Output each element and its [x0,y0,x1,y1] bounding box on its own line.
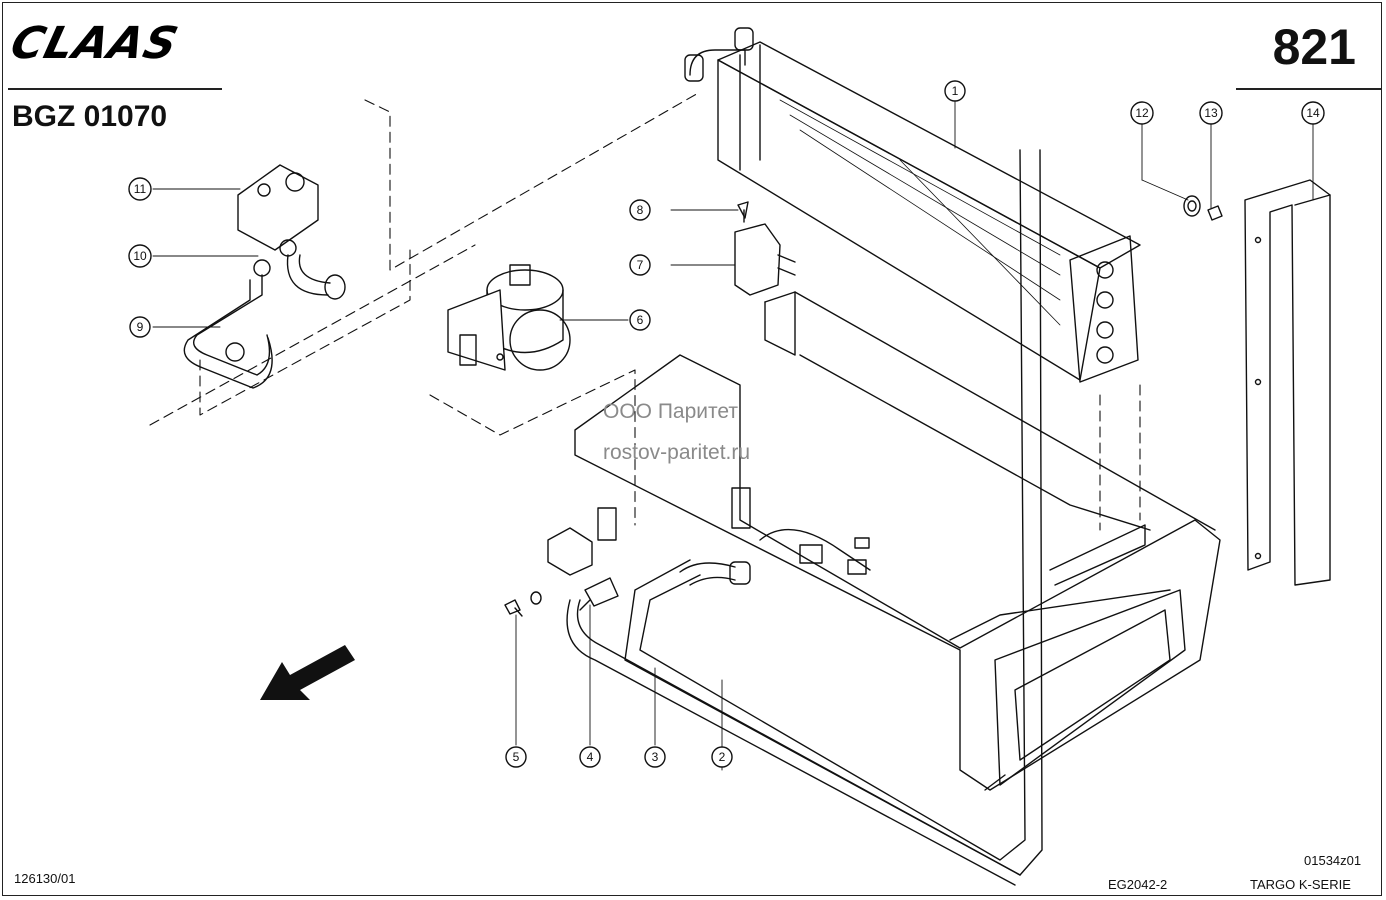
trim-rail [1244,179,1331,586]
svg-text:3: 3 [652,750,659,764]
svg-text:4: 4 [587,750,594,764]
hose-assembly [566,561,1021,886]
callout-12: 12 [1130,101,1154,125]
callout-leaders [152,100,1314,771]
evaporator-housing [574,291,1221,791]
drawing-reference: 01534z01 [1304,853,1362,868]
footer-left-code: 126130/01 [14,871,76,886]
small-hardware [1183,195,1223,221]
callout-7: 7 [629,254,651,276]
expansion-valve-assembly [183,164,346,389]
callout-6: 6 [629,309,651,331]
footer-center-code: EG2042-2 [1108,877,1168,892]
callout-1: 1 [944,80,966,102]
svg-text:14: 14 [1306,106,1320,120]
document-code: BGZ 01070 [12,100,168,133]
svg-text:6: 6 [637,313,644,327]
evaporator-core [684,27,1141,383]
callout-2: 2 [711,746,733,768]
callout-8: 8 [629,199,651,221]
svg-text:12: 12 [1135,106,1149,120]
screw-and-washer [504,591,542,617]
svg-text:7: 7 [637,258,644,272]
svg-text:11: 11 [134,182,147,196]
wiring-harness [731,487,871,575]
blower-motor [447,264,571,371]
svg-text:2: 2 [719,750,726,764]
construction-lines [149,91,1141,531]
callout-10: 10 [128,244,152,268]
svg-text:8: 8 [637,203,644,217]
callout-11: 11 [128,177,152,201]
direction-arrow [260,645,355,700]
watermark-url: rostov-paritet.ru [603,441,751,464]
callout-9: 9 [129,316,151,338]
callout-5: 5 [505,746,527,768]
svg-text:5: 5 [513,750,520,764]
svg-text:1: 1 [952,84,959,98]
svg-text:10: 10 [133,249,147,263]
svg-text:9: 9 [137,320,144,334]
callout-4: 4 [579,746,601,768]
callout-14: 14 [1301,101,1325,125]
relay-and-screw [734,201,796,296]
model-series: TARGO K-SERIE [1250,877,1351,892]
callout-3: 3 [644,746,666,768]
header-divider [8,88,222,90]
callout-13: 13 [1199,101,1223,125]
page-number-divider [1236,88,1382,90]
page-number: 821 [1272,19,1356,75]
switch-and-sensor [547,507,619,611]
callout-bubbles: 1 2 3 4 5 6 7 8 9 10 11 12 13 14 [128,80,1325,768]
svg-text:13: 13 [1204,106,1218,120]
watermark-company: ООО Паритет [603,400,739,423]
